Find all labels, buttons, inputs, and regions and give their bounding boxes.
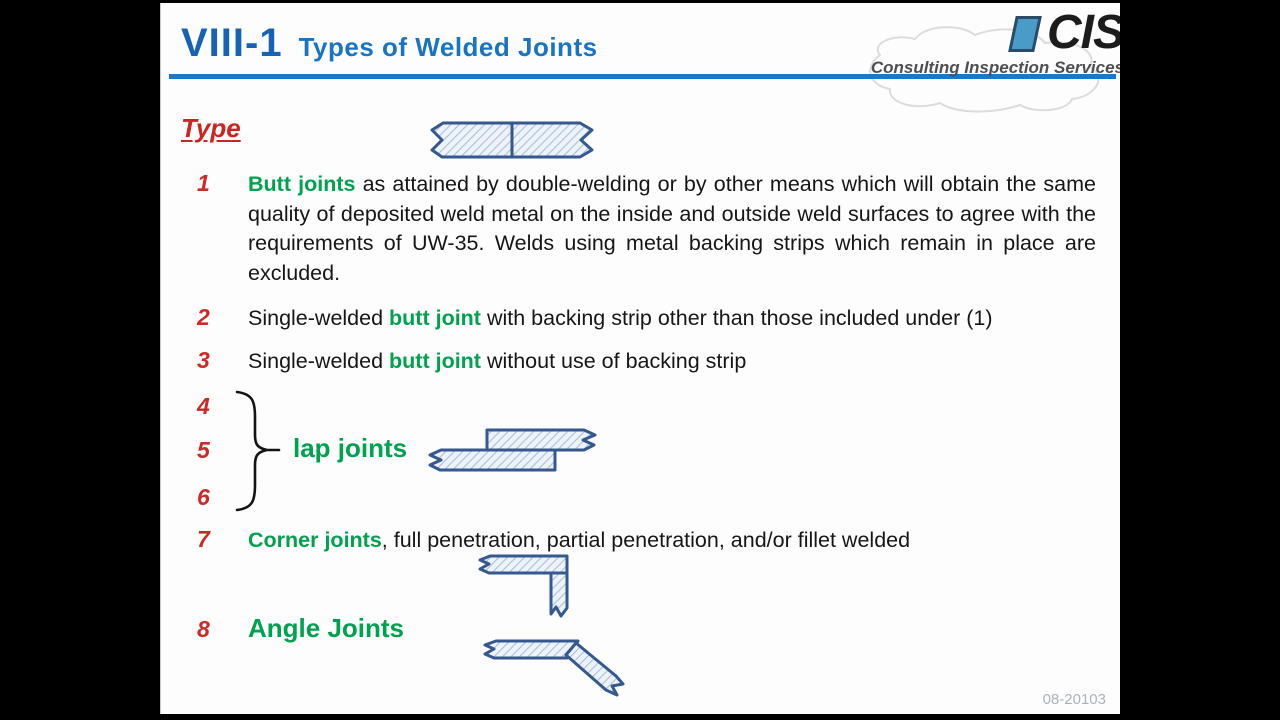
corner-joint-diagram [478, 554, 569, 618]
presentation-slide: VIII-1 Types of Welded Joints CIS Consul… [160, 3, 1120, 714]
item-body-text: , full penetration, partial penetration,… [381, 528, 911, 552]
logo-tagline: Consulting Inspection Services [870, 58, 1120, 77]
item-number-4: 4 [197, 393, 210, 419]
item-text: Corner joints, full penetration, partial… [248, 526, 1096, 556]
page-title: Types of Welded Joints [298, 32, 598, 62]
item-body-text: with backing strip other than those incl… [480, 306, 993, 330]
item-number: 1 [197, 170, 210, 196]
butt-joint-diagram [430, 121, 594, 159]
header-divider [169, 74, 1116, 79]
item-number: 2 [197, 304, 210, 330]
item-text: Single-welded butt joint without use of … [248, 347, 1096, 377]
angle-joint-diagram [483, 639, 625, 697]
item-body-text: without use of backing strip [480, 349, 747, 373]
grouping-brace [235, 390, 281, 512]
item-body-text: Single-welded [248, 306, 390, 330]
butt-joints-keyword: Butt joints [248, 172, 356, 196]
butt-joint-keyword: butt joint [389, 306, 481, 330]
logo-background-sketch [869, 26, 1100, 113]
item-number: 3 [197, 347, 210, 373]
list-item-3: 3 Single-welded butt joint without use o… [161, 347, 1120, 377]
angle-joints-label: Angle Joints [248, 613, 405, 643]
corner-joints-keyword: Corner joints [248, 528, 382, 552]
slide-header: VIII-1 Types of Welded Joints [181, 21, 598, 66]
logo-mark-icon [1008, 16, 1042, 52]
item-number-8: 8 [197, 616, 210, 642]
slide-code: 08-20103 [1042, 691, 1106, 708]
lap-joint-diagram [428, 428, 597, 472]
type-column-label: Type [181, 113, 241, 143]
item-number-5: 5 [197, 437, 210, 463]
logo-acronym: CIS [1046, 6, 1120, 59]
item-number-6: 6 [197, 484, 210, 510]
item-text: Single-welded butt joint with backing st… [248, 304, 1096, 334]
list-item-1: 1 Butt joints as attained by double-weld… [161, 170, 1120, 288]
section-code: VIII-1 [181, 21, 283, 65]
list-item-2: 2 Single-welded butt joint with backing … [161, 304, 1120, 334]
lap-joints-label: lap joints [293, 433, 408, 463]
item-number: 7 [197, 526, 210, 552]
item-text: Butt joints as attained by double-weldin… [248, 170, 1096, 288]
item-body-text: Single-welded [248, 349, 390, 373]
butt-joint-keyword: butt joint [389, 349, 481, 373]
item-body-text: as attained by double-welding or by othe… [248, 172, 1096, 285]
list-item-7: 7 Corner joints, full penetration, parti… [161, 526, 1120, 556]
cis-logo: CIS Consulting Inspection Services [824, 9, 1120, 78]
